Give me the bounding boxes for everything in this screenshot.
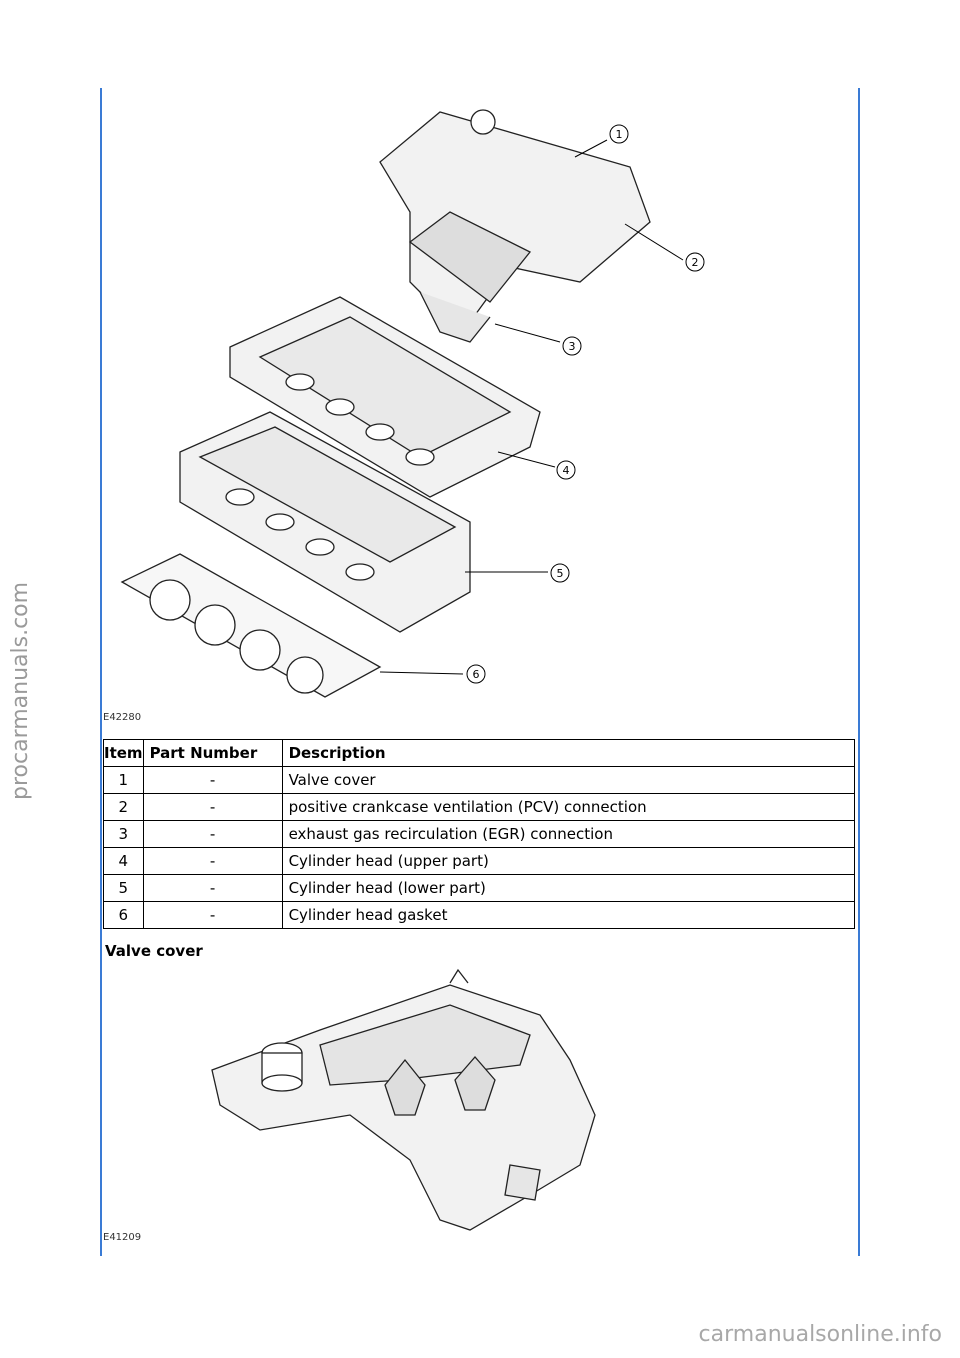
row-description: exhaust gas recirculation (EGR) connecti…: [281, 820, 856, 848]
svg-text:3: 3: [569, 340, 576, 353]
row-description: Cylinder head gasket: [281, 901, 856, 929]
header-description: Description: [281, 739, 856, 767]
row-part-number: -: [142, 847, 283, 875]
callout-5: 5: [550, 563, 570, 583]
table-row: 2 - positive crankcase ventilation (PCV)…: [103, 793, 856, 821]
table-header-row: Item Part Number Description: [103, 739, 856, 767]
row-item: 6: [103, 901, 144, 929]
row-description: Valve cover: [281, 766, 856, 794]
valve-cover-illustration: [211, 968, 596, 1231]
callout-1: 1: [609, 124, 629, 144]
figure-code-1: E42280: [103, 712, 142, 723]
table-row: 6 - Cylinder head gasket: [103, 901, 856, 929]
svg-text:1: 1: [616, 128, 623, 141]
row-item: 1: [103, 766, 144, 794]
right-margin-rule: [858, 88, 860, 1256]
table-row: 3 - exhaust gas recirculation (EGR) conn…: [103, 820, 856, 848]
callout-3: 3: [562, 336, 582, 356]
svg-text:4: 4: [563, 464, 570, 477]
svg-text:6: 6: [473, 668, 480, 681]
row-description: positive crankcase ventilation (PCV) con…: [281, 793, 856, 821]
row-part-number: -: [142, 820, 283, 848]
callout-6: 6: [466, 664, 486, 684]
side-watermark: procarmanuals.com: [8, 581, 33, 800]
exploded-view-illustration: 1 2 3 4 5 6: [120, 109, 705, 698]
row-part-number: -: [142, 793, 283, 821]
header-part-number: Part Number: [142, 739, 283, 767]
row-part-number: -: [142, 874, 283, 902]
row-item: 3: [103, 820, 144, 848]
row-description: Cylinder head (lower part): [281, 874, 856, 902]
row-part-number: -: [142, 766, 283, 794]
bottom-watermark: carmanualsonline.info: [698, 1322, 942, 1347]
table-row: 1 - Valve cover: [103, 766, 856, 794]
left-margin-rule: [100, 88, 102, 1256]
svg-text:5: 5: [557, 567, 564, 580]
row-item: 5: [103, 874, 144, 902]
callout-2: 2: [685, 252, 705, 272]
section-title: Valve cover: [105, 942, 203, 960]
callout-4: 4: [556, 460, 576, 480]
row-item: 4: [103, 847, 144, 875]
row-item: 2: [103, 793, 144, 821]
table-row: 4 - Cylinder head (upper part): [103, 847, 856, 875]
row-part-number: -: [142, 901, 283, 929]
parts-table: Item Part Number Description 1 - Valve c…: [103, 739, 856, 929]
header-item: Item: [103, 739, 144, 767]
svg-text:2: 2: [692, 256, 699, 269]
figure-code-2: E41209: [103, 1232, 142, 1243]
row-description: Cylinder head (upper part): [281, 847, 856, 875]
table-row: 5 - Cylinder head (lower part): [103, 874, 856, 902]
